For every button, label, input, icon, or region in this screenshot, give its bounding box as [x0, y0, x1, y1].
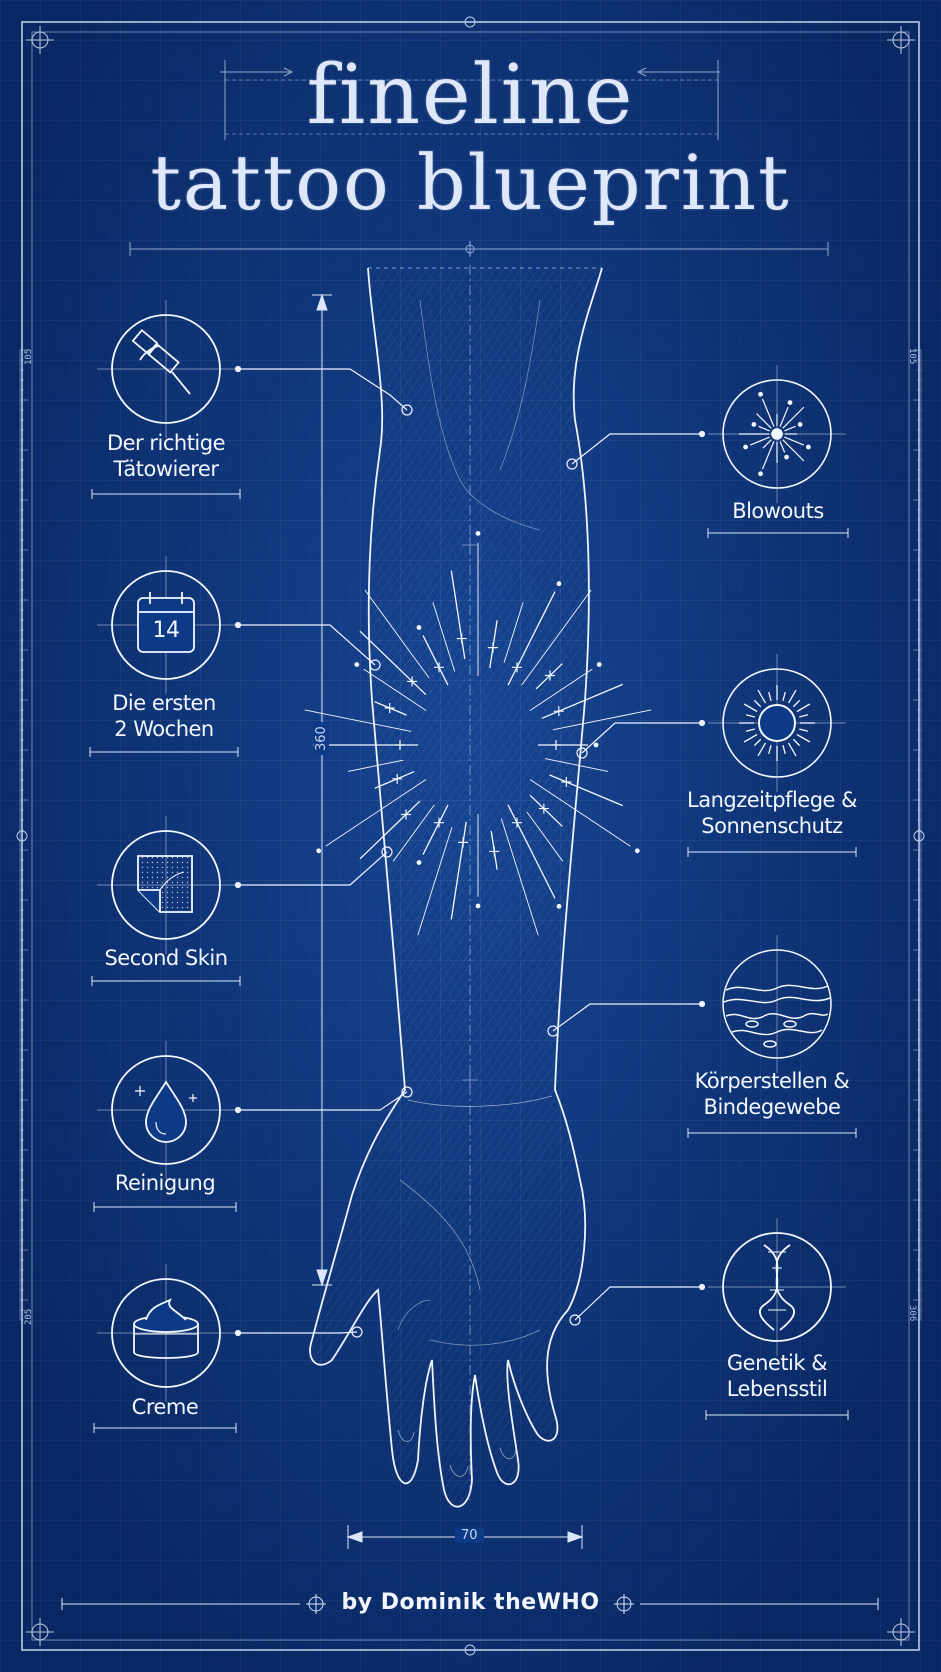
- label-blowouts: Blowouts: [732, 499, 824, 523]
- scale-right-lower: 306: [907, 1305, 917, 1322]
- length-dimension: 360: [314, 722, 329, 755]
- frame: [16, 16, 925, 1656]
- byline-rule: [61, 1594, 879, 1614]
- label-underlines: [89, 489, 857, 1433]
- scale-right-upper: 105: [907, 348, 917, 365]
- arm-center-axis: [462, 265, 478, 1500]
- title-guides: [129, 60, 829, 257]
- second-skin-icon: [97, 816, 235, 954]
- tattoo-machine-icon: [97, 300, 235, 438]
- width-dimension: 70: [455, 1528, 484, 1543]
- label-second-skin: Second Skin: [104, 946, 228, 970]
- leader-lines: [234, 365, 706, 1338]
- skin-layers-icon: [722, 935, 832, 1073]
- dna-icon: [708, 1218, 846, 1356]
- calendar-icon: [97, 556, 235, 694]
- cream-jar-icon: [97, 1264, 235, 1402]
- label-reinigung: Reinigung: [114, 1171, 216, 1195]
- byline: by Dominik theWHO: [341, 1590, 600, 1615]
- calendar-day-number: 14: [152, 618, 181, 643]
- ink-splash-icon: [708, 365, 846, 503]
- title-line-1: fineline: [306, 48, 635, 143]
- title-line-2: tattoo blueprint: [150, 138, 791, 227]
- label-langzeitpflege-sonnenschutz: Langzeitpflege & Sonnenschutz: [687, 788, 858, 838]
- scale-left-upper: 105: [24, 348, 34, 365]
- label-genetik-lebensstil: Genetik & Lebensstil: [726, 1351, 828, 1401]
- label-die-ersten-2-wochen: Die ersten 2 Wochen: [112, 691, 216, 741]
- label-koerperstellen-bindegewebe: Körperstellen & Bindegewebe: [694, 1069, 850, 1119]
- label-der-richtige-taetowierer: Der richtige Tätowierer: [106, 431, 226, 481]
- side-rulers: [19, 349, 922, 1321]
- water-drop-icon: [97, 1041, 235, 1179]
- label-creme: Creme: [131, 1395, 199, 1419]
- sun-icon: [708, 654, 846, 792]
- scale-left-lower: 205: [24, 1308, 34, 1325]
